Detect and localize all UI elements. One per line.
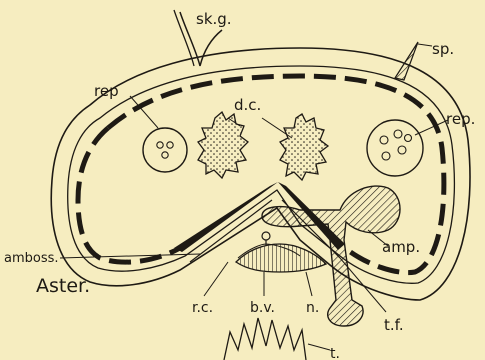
digestive-caecum-left [198,112,248,178]
label-sk-g: sk.g. [196,10,232,28]
rep-circle-right [367,120,423,176]
label-t-f: t.f. [384,316,404,334]
rep-dot [380,136,388,144]
rep-left-leader [130,96,158,128]
label-rep-right: rep. [446,110,475,128]
label-b-v: b.v. [250,300,275,316]
rep-dot [167,142,173,148]
label-r-c: r.c. [192,300,213,316]
rc-leader [204,262,228,296]
label-sp: sp. [432,40,454,58]
radial-nerve-band [236,244,326,272]
label-t-partial: t. [330,346,340,360]
rep-dot [162,152,168,158]
rep-dot [394,130,402,138]
rep-circle-left [143,128,187,172]
skeletal-projection-edge [174,10,194,66]
rep-dot [398,146,406,154]
spine-leader [418,44,432,46]
label-aster-caption: Aster. [36,275,90,297]
label-rep-left: rep [94,82,119,100]
n-leader [306,272,312,296]
rep-dot [157,142,163,148]
rep-dot [382,152,390,160]
tube-feet-bottom [224,318,306,360]
label-amboss: amboss. [4,251,59,266]
radial-canal [262,232,270,240]
skeletal-ring-dashed-left [78,128,180,262]
digestive-caecum-right [280,114,328,180]
label-d-c: d.c. [234,96,261,114]
t-leader [308,344,330,350]
label-amp: amp. [382,238,420,256]
label-n: n. [306,300,319,316]
rep-dot [405,135,412,142]
